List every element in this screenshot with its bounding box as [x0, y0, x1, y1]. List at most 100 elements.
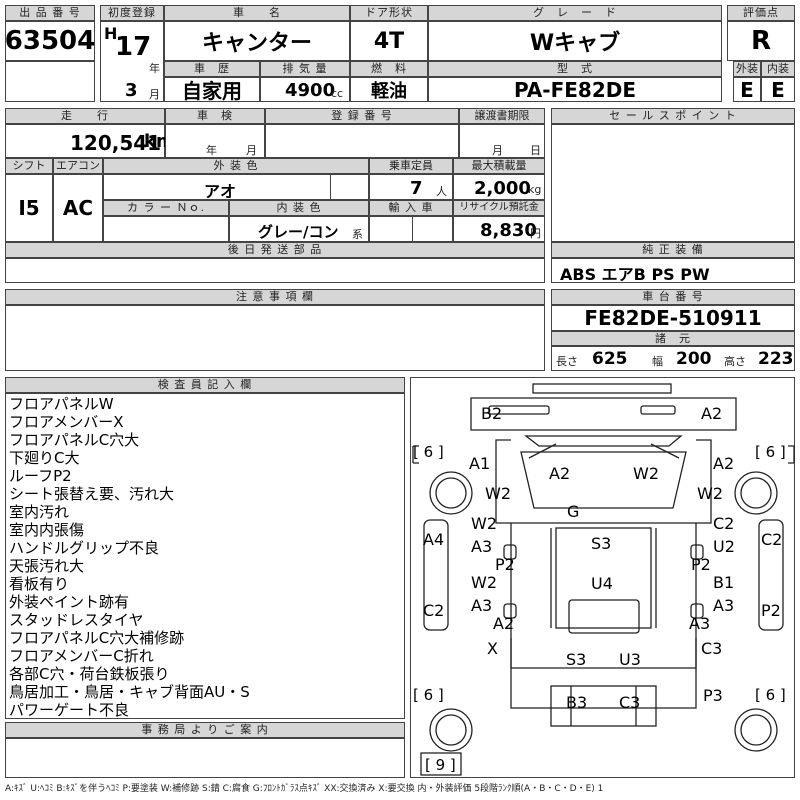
specs-header: 諸 元 — [551, 331, 795, 346]
sales-point-box — [551, 124, 795, 242]
diag-u2: U2 — [713, 537, 735, 556]
recycle-value: 8,830 — [480, 220, 537, 241]
lot-no-blank — [5, 61, 95, 102]
transfer-day-unit: 日 — [530, 144, 541, 157]
genuine-equip-value: ABS エアB PS PW — [560, 265, 710, 284]
capacity-unit: 人 — [436, 185, 447, 198]
recycle-box: 8,830 円 — [453, 216, 545, 242]
transfer-box: 月 日 — [459, 124, 545, 158]
int-color-unit: 系 — [352, 228, 363, 241]
inspector-note: フロアパネルW — [9, 395, 114, 413]
displacement-unit: cc — [331, 87, 344, 100]
color-no-box — [103, 216, 229, 242]
cautions-header: 注 意 事 項 欄 — [5, 289, 545, 305]
lot-no-header: 出 品 番 号 — [5, 5, 95, 21]
legend-text: A:ｷｽﾞ U:ﾍｺﾐ B:ｷｽﾞを伴うﾍｺﾐ P:要塗装 W:補修跡 S:錆 … — [5, 784, 604, 794]
diag-tire-rr: [ 6 ] — [755, 686, 786, 704]
diag-u4: U4 — [591, 574, 613, 593]
month-unit: 月 — [149, 88, 160, 101]
int-color-header: 内 装 色 — [229, 200, 369, 216]
diag-s3-low: S3 — [566, 650, 587, 669]
inspector-note: 天張汚れ大 — [9, 557, 85, 575]
diag-w2-cab: W2 — [633, 464, 659, 483]
first-reg-box: H 17 年 3 月 — [100, 21, 164, 102]
int-color-value: グレー/コン — [258, 223, 339, 241]
history-header: 車 歴 — [164, 61, 260, 77]
inspector-note: フロアパネルC穴大 — [9, 431, 140, 449]
diag-a4: A4 — [423, 530, 445, 549]
ext-color-header: 外 装 色 — [103, 158, 369, 174]
inspector-note: スタッドレスタイヤ — [9, 611, 144, 629]
diag-p2-l: P2 — [495, 555, 515, 574]
ext-color-box: アオ — [103, 174, 369, 201]
fuel-value: 軽油 — [350, 77, 428, 102]
sales-point-header: セ ー ル ス ポ イ ン ト — [551, 108, 795, 124]
diag-c3-r: C3 — [701, 639, 723, 658]
diag-a2-cab: A2 — [549, 464, 571, 483]
later-parts-header: 後 日 発 送 部 品 — [5, 242, 545, 258]
displacement-box: 4900 cc — [260, 77, 350, 102]
diag-c2-rside: C2 — [761, 530, 783, 549]
aircon-header: エアコン — [53, 158, 103, 174]
inspection-box: 年 月 — [165, 124, 265, 158]
inspector-note: 看板有り — [9, 575, 70, 593]
recycle-header: リサイクル預託金 — [453, 200, 545, 216]
lot-no-value: 63504 — [5, 21, 95, 61]
diag-a2-top: A2 — [701, 404, 723, 423]
ext-color-value: アオ — [204, 182, 237, 201]
score-header: 評価点 — [727, 5, 795, 21]
history-value: 自家用 — [164, 77, 260, 103]
exterior-value: E — [733, 77, 761, 102]
genuine-equip-box: ABS エアB PS PW — [551, 258, 795, 284]
month-value: 3 — [125, 80, 138, 101]
int-color-box: グレー/コン 系 — [229, 216, 369, 242]
width-label: 幅 — [652, 355, 663, 368]
office-header: 事 務 局 よ り ご 案 内 — [5, 722, 405, 738]
capacity-value: 7 — [410, 178, 423, 199]
year-value: 17 — [115, 32, 152, 62]
transfer-header: 譲渡書期限 — [459, 108, 545, 124]
diag-a3-br: A3 — [689, 614, 711, 633]
aircon-value: AC — [53, 174, 103, 242]
mileage-header: 走 行 — [5, 108, 165, 124]
diag-tire-fr: [ 6 ] — [755, 443, 786, 461]
inspector-notes-box: フロアパネルW フロアメンバーX フロアパネルC穴大 下廻りC大 ルーフP2 シ… — [5, 393, 405, 719]
import-box — [369, 216, 453, 242]
max-load-header: 最大積載量 — [453, 158, 545, 174]
width-value: 200 — [676, 349, 712, 369]
diag-u3: U3 — [619, 650, 641, 669]
year-unit: 年 — [149, 62, 160, 75]
diag-s3-mid: S3 — [591, 534, 612, 553]
diag-p2-r: P2 — [691, 555, 711, 574]
score-value: R — [727, 21, 795, 61]
height-value: 223 — [758, 349, 794, 369]
reg-no-header: 登 録 番 号 — [265, 108, 459, 124]
diag-a3-l1: A3 — [471, 537, 493, 556]
diag-b3: B3 — [566, 693, 588, 712]
inspector-header: 検 査 員 記 入 欄 — [5, 377, 405, 393]
mileage-value: 120,541 — [70, 131, 162, 155]
grade-header: グ レ ー ド — [428, 5, 722, 21]
car-name-header: 車 名 — [164, 5, 350, 21]
grade-value: Wキャブ — [428, 21, 722, 61]
inspector-note: ルーフP2 — [9, 467, 72, 485]
diag-x: X — [487, 639, 498, 658]
inspector-note: フロアパネルC穴大補修跡 — [9, 629, 185, 647]
cautions-box — [5, 305, 545, 371]
max-load-box: 2,000 kg — [453, 174, 545, 200]
interior-value: E — [761, 77, 795, 102]
import-divider — [412, 217, 413, 241]
mileage-box: 120,541 km — [5, 124, 175, 158]
chassis-no-header: 車 台 番 号 — [551, 289, 795, 305]
max-load-value: 2,000 — [474, 178, 531, 199]
recycle-unit: 円 — [530, 227, 541, 240]
inspector-note: 鳥居加工・鳥居・キャブ背面AU・S — [9, 683, 250, 701]
inspector-note: シート張替え要、汚れ大 — [9, 485, 175, 503]
inspector-note: 室内内張傷 — [9, 521, 85, 539]
inspector-note: 外装ペイント跡有 — [9, 593, 130, 611]
import-header: 輸 入 車 — [369, 200, 453, 216]
length-label: 長さ — [556, 355, 578, 368]
inspector-note: 室内汚れ — [9, 503, 70, 521]
reg-no-box — [265, 124, 459, 158]
diag-a3-r2: A3 — [713, 596, 735, 615]
